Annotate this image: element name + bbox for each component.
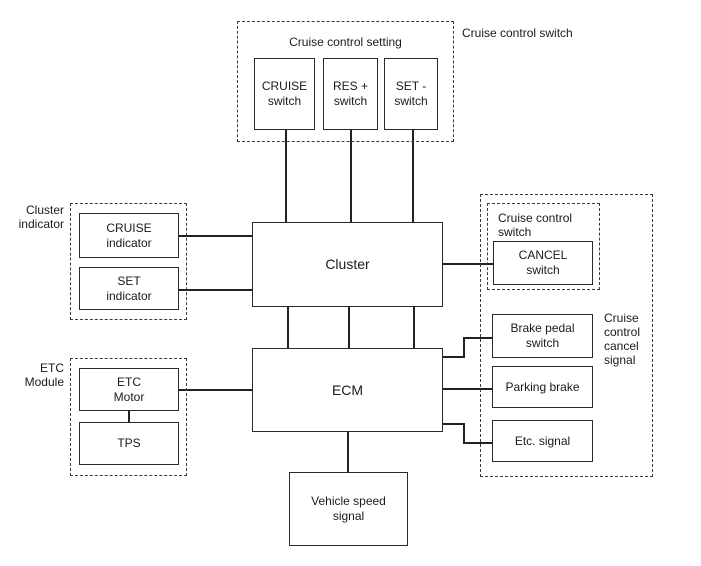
connector-etc-motor-tps — [128, 410, 130, 423]
group-label-cruise-control-switch-right: Cruise control switch — [498, 211, 573, 239]
label-cruise-control-switch-top: Cruise control switch — [462, 26, 573, 40]
etc-signal-box: Etc. signal — [492, 420, 593, 462]
cruise-switch-box: CRUISE switch — [254, 58, 315, 130]
label-cluster-indicator: Cluster indicator — [18, 203, 64, 231]
res-plus-switch-box: RES + switch — [323, 58, 378, 130]
vehicle-speed-signal-box: Vehicle speed signal — [289, 472, 408, 546]
connector-res-switch-cluster — [350, 129, 352, 222]
label-etc-module: ETC Module — [24, 361, 64, 389]
connector-ecm-etc-signal-c — [463, 442, 492, 444]
connector-cluster-ecm-2 — [348, 306, 350, 349]
parking-brake-box: Parking brake — [492, 366, 593, 408]
connector-ecm-brake-pedal-a — [442, 356, 464, 358]
tps-box: TPS — [79, 422, 179, 465]
connector-cruise-indicator-cluster — [179, 235, 253, 237]
ecm-box: ECM — [252, 348, 443, 432]
connector-cluster-ecm-1 — [287, 306, 289, 349]
set-indicator-box: SET indicator — [79, 267, 179, 310]
group-cruise-control-switch-right: Cruise control switch — [487, 203, 600, 290]
connector-ecm-brake-pedal-b — [463, 337, 465, 358]
brake-pedal-switch-box: Brake pedal switch — [492, 314, 593, 358]
group-cruise-control-cancel-signal — [480, 194, 653, 477]
connector-ecm-etc-signal-a — [442, 423, 464, 425]
group-cluster-indicator — [70, 203, 187, 320]
connector-etc-motor-ecm — [179, 389, 253, 391]
connector-set-indicator-cluster — [179, 289, 253, 291]
connector-ecm-etc-signal-b — [463, 423, 465, 444]
cancel-switch-box: CANCEL switch — [493, 241, 593, 285]
etc-motor-box: ETC Motor — [79, 368, 179, 411]
cluster-box: Cluster — [252, 222, 443, 307]
connector-cluster-ecm-3 — [413, 306, 415, 349]
group-etc-module — [70, 358, 187, 476]
set-minus-switch-box: SET - switch — [384, 58, 438, 130]
connector-ecm-parking-brake — [442, 388, 492, 390]
cruise-indicator-box: CRUISE indicator — [79, 213, 179, 258]
connector-ecm-brake-pedal-c — [463, 337, 492, 339]
group-label-cruise-control-setting: Cruise control setting — [289, 35, 402, 49]
connector-ecm-vehicle-speed — [347, 431, 349, 472]
label-cruise-control-cancel-signal: Cruise control cancel signal — [604, 311, 641, 367]
group-cruise-control-setting: Cruise control setting — [237, 21, 454, 142]
connector-set-switch-cluster — [412, 129, 414, 222]
connector-cruise-switch-cluster — [285, 129, 287, 222]
connector-cluster-cancel-switch — [442, 263, 493, 265]
